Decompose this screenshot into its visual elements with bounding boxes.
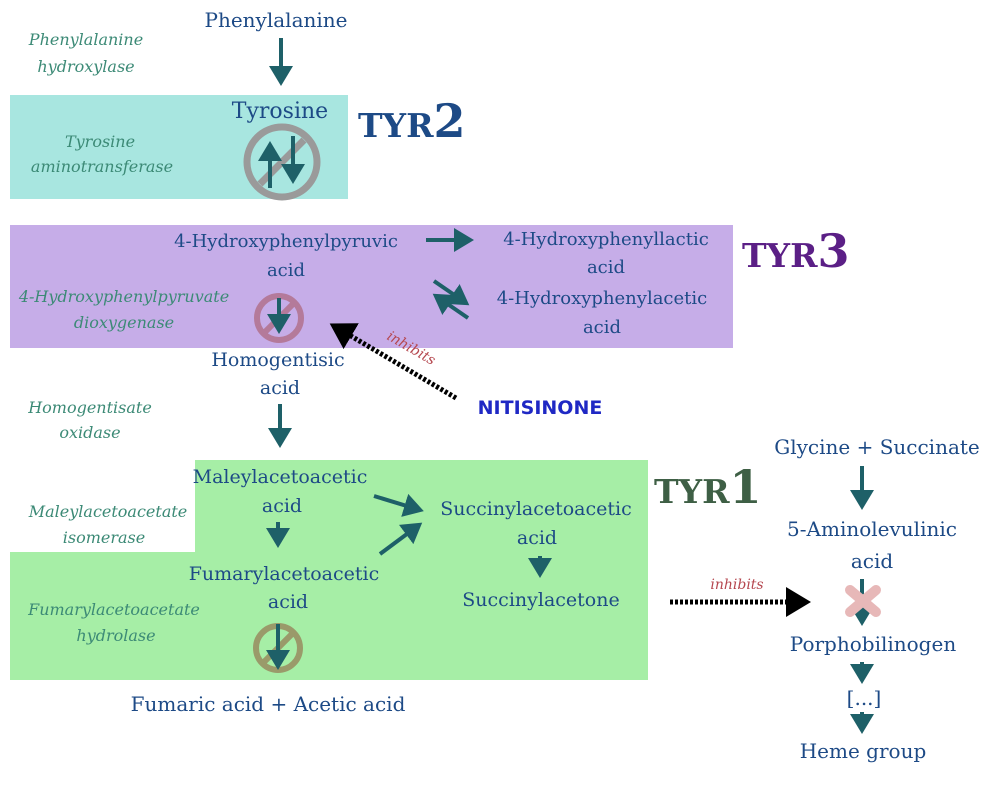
arrow-maa-to-saa <box>373 493 424 517</box>
faa-line2: acid <box>268 591 308 613</box>
hga-line1: Homogentisic <box>211 349 344 371</box>
nitisinone: NITISINONE <box>478 397 603 419</box>
maa-line1: Maleylacetoacetic <box>193 466 368 488</box>
phenylalanine: Phenylalanine <box>205 8 348 32</box>
fumaric-acetic: Fumaric acid + Acetic acid <box>131 692 406 716</box>
enzyme-pah-line2: hydroxylase <box>37 57 134 76</box>
hppa-line1: 4-Hydroxyphenylpyruvic <box>174 231 398 252</box>
hpaa-line2: acid <box>583 317 621 338</box>
hppa-line2: acid <box>267 260 305 281</box>
tyr1-label: TYR1 <box>654 460 762 514</box>
enzyme-mai-line1: Maleylacetoacetate <box>28 502 188 521</box>
heme-group: Heme group <box>800 739 927 763</box>
pathway-arrows <box>266 38 874 734</box>
enzyme-hppd-line1: 4-Hydroxyphenylpyruvate <box>18 287 229 306</box>
no-entry-slash-icon <box>254 293 304 343</box>
ellipsis: [...] <box>847 686 882 710</box>
tyr3-label: TYR3 <box>742 224 850 278</box>
tyr2-label: TYR2 <box>358 94 466 148</box>
enzyme-tat-line2: aminotransferase <box>31 157 173 176</box>
enzyme-hppd-line2: dioxygenase <box>74 313 174 332</box>
cross-x-icon <box>845 585 881 617</box>
enzyme-hgd-line2: oxidase <box>59 423 120 442</box>
arrow-faa-to-saa <box>378 522 423 556</box>
hpla-line2: acid <box>587 257 625 278</box>
ala-line2: acid <box>851 549 894 573</box>
glycine-succinate: Glycine + Succinate <box>774 435 980 459</box>
enzyme-mai-line2: isomerase <box>63 528 145 547</box>
enzyme-hgd-line1: Homogentisate <box>27 398 152 417</box>
ala-line1: 5-Aminolevulinic <box>787 517 957 541</box>
saa-line1: Succinylacetoacetic <box>440 498 632 520</box>
hpla-line1: 4-Hydroxyphenyllactic <box>503 229 709 250</box>
enzyme-tat-line1: Tyrosine <box>65 132 135 151</box>
maa-line2: acid <box>262 495 302 517</box>
tyrosine: Tyrosine <box>232 99 328 124</box>
porphobilinogen: Porphobilinogen <box>790 632 957 656</box>
tyr1-zone <box>10 460 648 680</box>
hga-line2: acid <box>260 377 300 399</box>
arrow-hppa-to-hpaa <box>432 279 470 306</box>
faa-line1: Fumarylacetoacetic <box>189 563 380 585</box>
inhibits-label-succinylacetone: inhibits <box>710 577 763 593</box>
inhibits-arrow-nitisinone <box>329 323 458 401</box>
hpaa-line1: 4-Hydroxyphenylacetic <box>497 288 708 309</box>
enzyme-pah-line1: Phenylalanine <box>28 30 143 49</box>
tyr3-zone <box>10 225 733 348</box>
enzyme-fah-line2: hydrolase <box>76 626 155 645</box>
no-entry-slash-icon <box>243 123 321 201</box>
no-entry-slash-icon <box>253 623 303 673</box>
succinylacetone: Succinylacetone <box>462 589 619 611</box>
enzyme-fah-line1: Fumarylacetoacetate <box>27 600 200 619</box>
saa-line2: acid <box>517 527 557 549</box>
arrow-hpaa-to-hppa <box>432 293 470 320</box>
